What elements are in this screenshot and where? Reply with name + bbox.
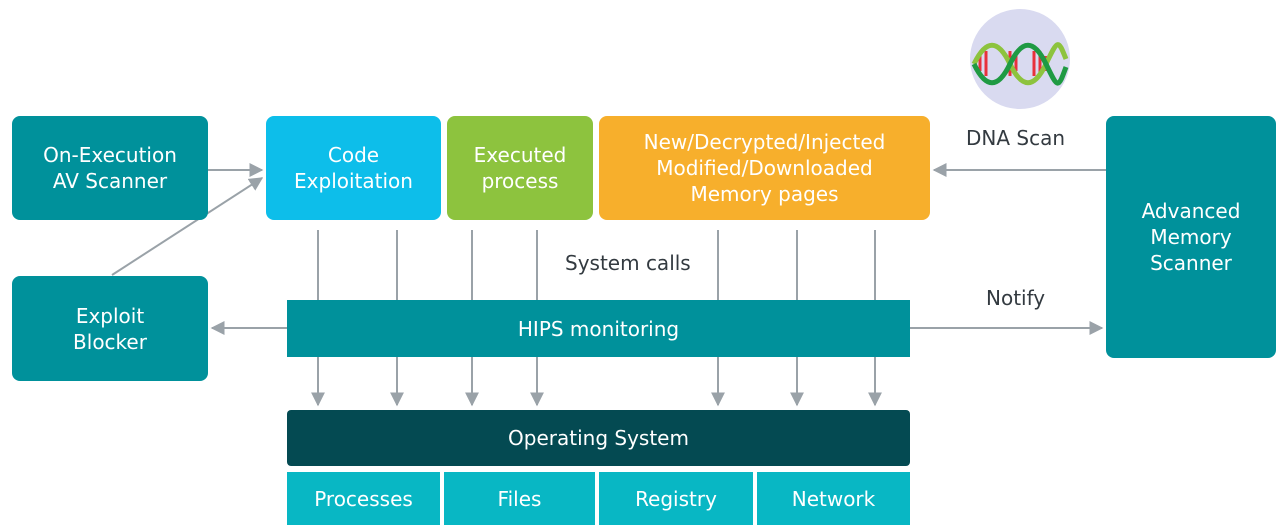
executed-process-label: Executed process xyxy=(473,143,567,193)
code-exploitation-node: Code Exploitation xyxy=(266,116,441,220)
os-component-network: Network xyxy=(757,472,910,525)
dna-scan-label: DNA Scan xyxy=(966,126,1066,150)
system-calls-label: System calls xyxy=(565,251,691,275)
advanced-scanner-label: Advanced Memory Scanner xyxy=(1141,199,1241,275)
os-component-registry: Registry xyxy=(599,472,753,525)
hips-monitoring-label: HIPS monitoring xyxy=(517,316,680,341)
memory-pages-node: New/Decrypted/Injected Modified/Download… xyxy=(599,116,930,220)
exploit-blocker-node: Exploit Blocker xyxy=(12,276,208,381)
hips-monitoring-bar: HIPS monitoring xyxy=(287,300,910,357)
os-component-label: Registry xyxy=(635,486,717,511)
on-execution-label: On-Execution AV Scanner xyxy=(43,143,177,193)
arrow-blocker-to-code xyxy=(111,177,264,276)
code-exploitation-label: Code Exploitation xyxy=(294,143,413,193)
operating-system-label: Operating System xyxy=(508,426,689,450)
notify-label: Notify xyxy=(986,286,1046,310)
memory-pages-label: New/Decrypted/Injected Modified/Download… xyxy=(643,130,886,206)
operating-system-bar: Operating System xyxy=(287,410,910,466)
os-component-label: Processes xyxy=(314,486,413,511)
os-component-label: Network xyxy=(791,486,876,511)
os-component-label: Files xyxy=(497,486,542,511)
exploit-blocker-label: Exploit Blocker xyxy=(73,303,147,354)
advanced-memory-scanner-node: Advanced Memory Scanner xyxy=(1106,116,1276,358)
os-component-files: Files xyxy=(444,472,595,525)
os-component-processes: Processes xyxy=(287,472,440,525)
executed-process-node: Executed process xyxy=(447,116,593,220)
on-execution-scanner-node: On-Execution AV Scanner xyxy=(12,116,208,220)
dna-helix-icon xyxy=(970,9,1070,109)
